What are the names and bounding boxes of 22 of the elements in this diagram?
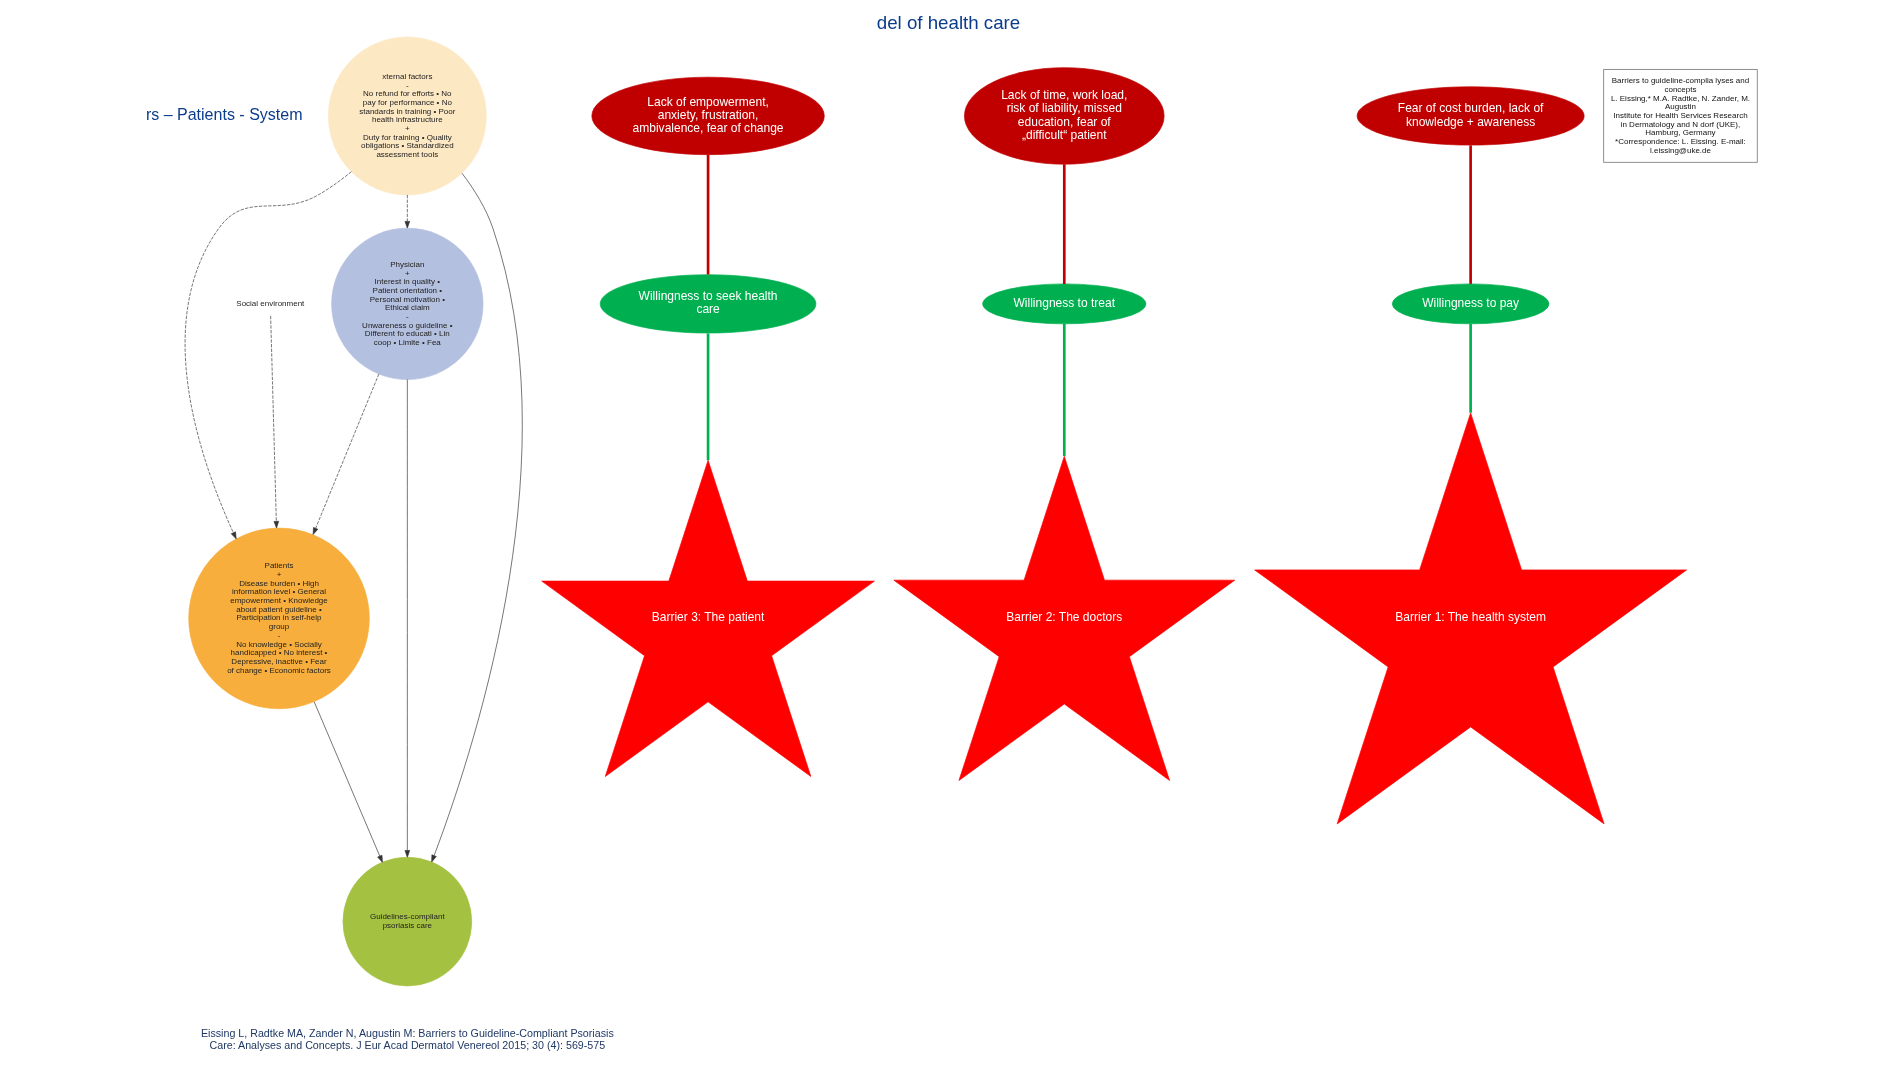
connector xyxy=(1062,323,1066,456)
label: rs – Patients - System xyxy=(145,105,303,124)
arrow xyxy=(312,373,379,535)
node-ellipse: Willingness to seek health care xyxy=(599,274,816,334)
node-ellipse: Willingness to pay xyxy=(1391,283,1549,325)
node-ellipse: Lack of empowerment, anxiety, frustration, ambivalence, fear of change xyxy=(591,76,825,155)
diagram-title: del of health care xyxy=(876,11,1020,33)
node-ellipse: Fear of cost burden, lack of knowledge + awareness xyxy=(1356,86,1584,146)
connector xyxy=(1062,164,1066,284)
caption: Eissing L, Radtke MA, Zander N, Augustin M: Barriers to Guideline-Compliant Psoriasis Care: Analyses and Concepts. J Eur Acad Dermatol Venereol 2015; 30 (4): 569-575 xyxy=(200,1027,614,1052)
arrow xyxy=(313,701,383,863)
connector xyxy=(706,333,709,461)
arrow xyxy=(430,172,522,863)
arrow xyxy=(404,194,410,229)
connector xyxy=(1468,323,1472,413)
arrow xyxy=(269,315,279,529)
connector xyxy=(1468,145,1472,284)
arrow xyxy=(184,171,352,540)
node-ellipse: Lack of time, work load, risk of liability, missed education, fear of „difficult“ patient xyxy=(963,67,1164,165)
connector xyxy=(706,154,709,275)
arrow xyxy=(404,379,410,858)
node-ellipse: Willingness to treat xyxy=(981,283,1146,325)
